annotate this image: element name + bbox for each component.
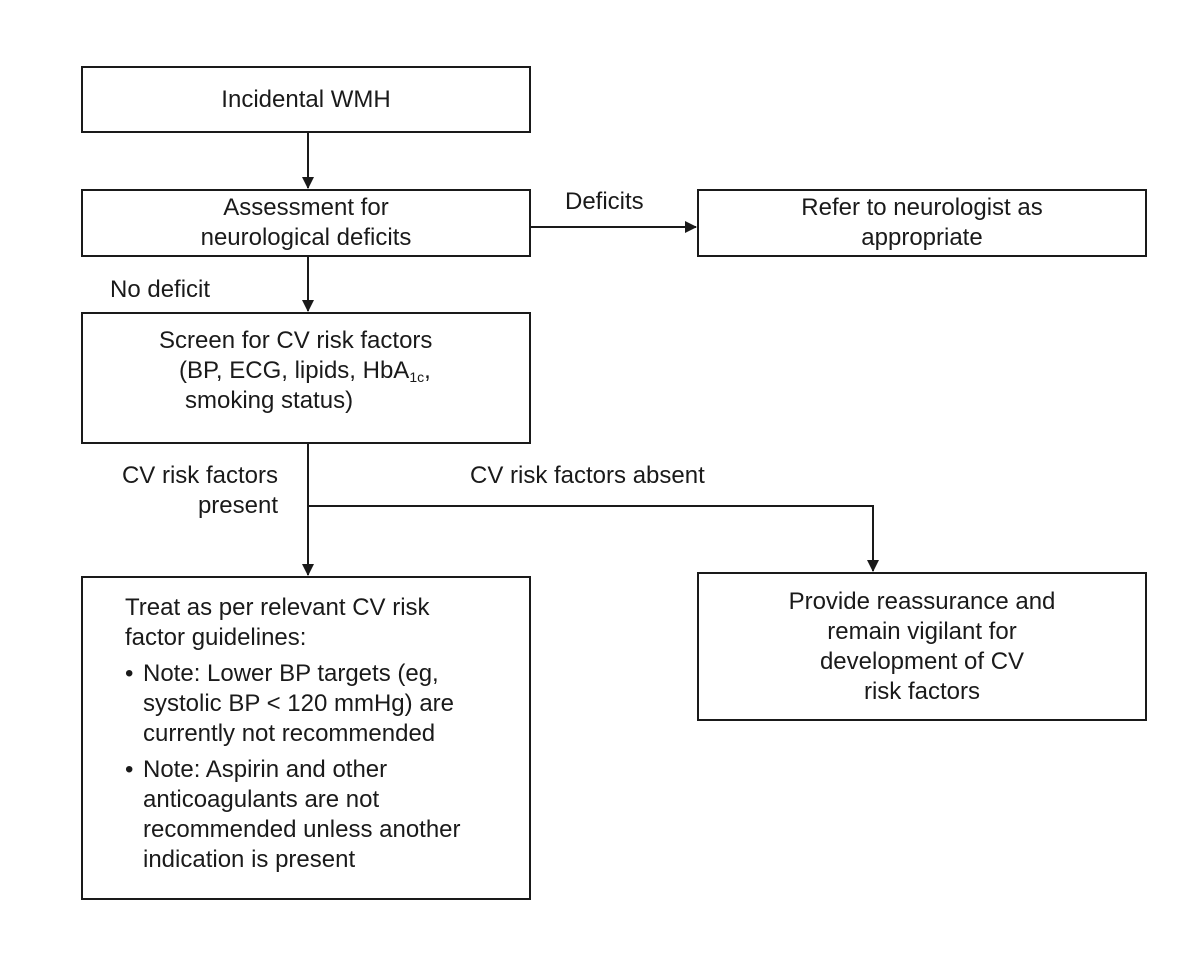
screen-line-2-subscript: 1c	[409, 369, 425, 385]
screen-line-2-comma: ,	[424, 357, 431, 384]
assessment-box: Assessment for neurological deficits	[81, 189, 531, 257]
edge-label-present-line-1: CV risk factors	[121, 462, 278, 489]
reassure-line-3: development of CV	[819, 647, 1025, 675]
bullet-marker: •	[125, 660, 134, 687]
screen-line-2: (BP, ECG, lipids, HbA1c,	[83, 356, 529, 386]
screen-line-1: Screen for CV risk factors	[159, 327, 433, 354]
treat-intro-line-2: factor guidelines:	[125, 624, 307, 651]
edge-label-deficits: Deficits	[565, 188, 644, 215]
arrow-screen-to-reassure	[308, 505, 879, 572]
edge-label-no-deficit: No deficit	[110, 276, 211, 303]
refer-line-2: appropriate	[861, 224, 983, 251]
assessment-line-1: Assessment for	[223, 194, 389, 221]
incidental-wmh-text: Incidental WMH	[221, 85, 391, 113]
treat-intro-line-1: Treat as per relevant CV risk	[125, 594, 430, 621]
assessment-line-2: neurological deficits	[200, 224, 412, 251]
treat-bullet-2: • Note: Aspirin and other anticoagulants…	[125, 755, 521, 875]
treat-bullet-1: • Note: Lower BP targets (eg, systolic B…	[125, 659, 521, 749]
treat-box: Treat as per relevant CV risk factor gui…	[81, 576, 531, 900]
treat-bullet-2-line-1: Note: Aspirin and other	[143, 756, 388, 783]
edge-label-absent: CV risk factors absent	[470, 462, 705, 489]
treat-bullet-2-line-3: recommended unless another	[143, 816, 461, 843]
screen-line-2-text: (BP, ECG, lipids, HbA	[179, 357, 410, 384]
refer-box: Refer to neurologist as appropriate	[697, 189, 1147, 257]
treat-bullet-1-line-2: systolic BP < 120 mmHg) are	[143, 690, 455, 717]
bullet-marker: •	[125, 756, 134, 783]
reassure-line-2: remain vigilant for	[827, 617, 1017, 645]
screen-box: Screen for CV risk factors (BP, ECG, lip…	[81, 312, 531, 444]
reassure-line-1: Provide reassurance and	[788, 587, 1056, 615]
screen-line-3: smoking status)	[185, 387, 354, 414]
treat-bullet-2-line-4: indication is present	[143, 846, 356, 873]
treat-bullet-2-line-2: anticoagulants are not	[143, 786, 380, 813]
edge-label-present: CV risk factors present	[60, 461, 278, 521]
treat-bullet-1-line-1: Note: Lower BP targets (eg,	[143, 660, 439, 687]
refer-line-1: Refer to neurologist as	[801, 194, 1043, 221]
reassure-line-4: risk factors	[863, 677, 980, 705]
incidental-wmh-box: Incidental WMH	[81, 66, 531, 133]
treat-bullet-1-line-3: currently not recommended	[143, 720, 436, 747]
edge-label-present-line-2: present	[197, 492, 278, 519]
reassure-box: Provide reassurance and remain vigilant …	[697, 572, 1147, 721]
